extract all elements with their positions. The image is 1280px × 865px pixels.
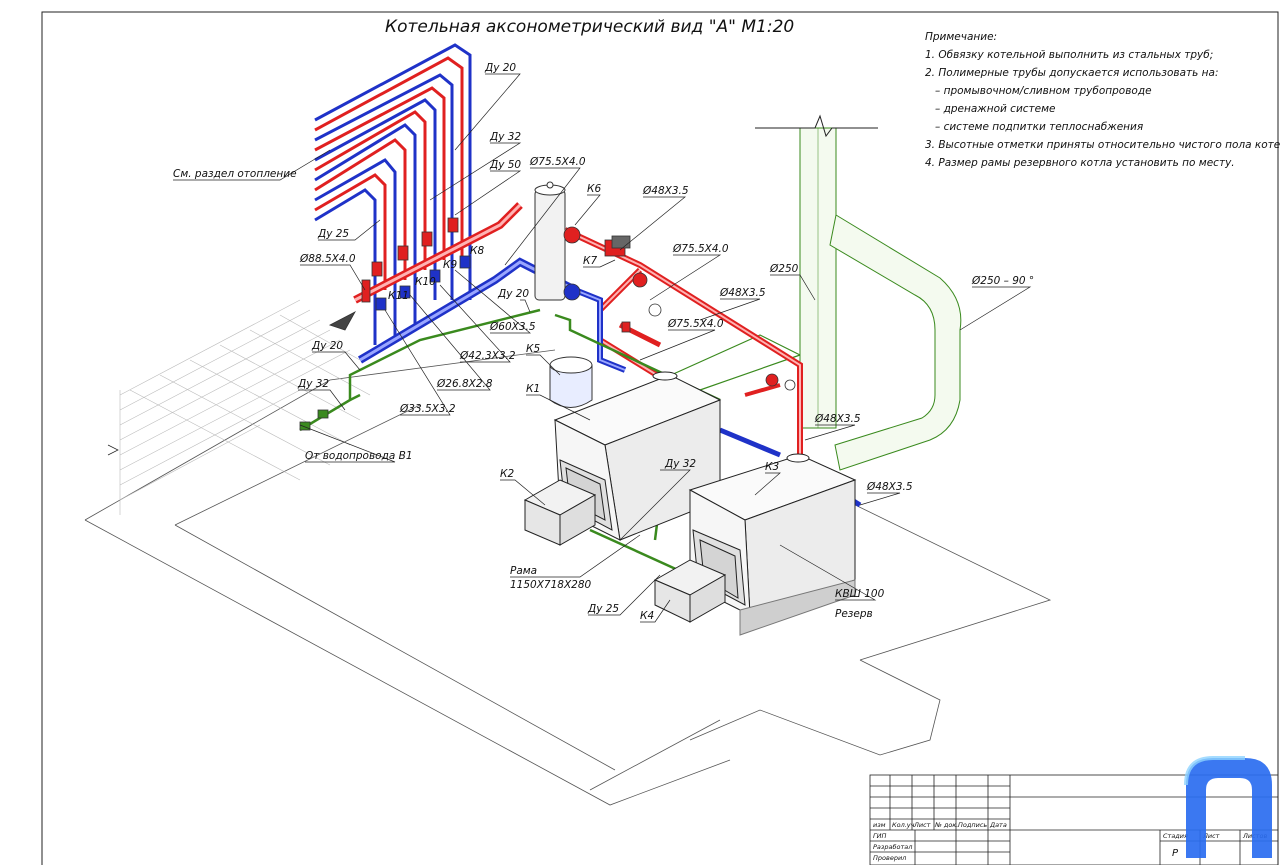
stamp-col: изм xyxy=(873,821,886,829)
label-du20-mid: Ду 20 xyxy=(497,288,529,300)
label-du20-left: Ду 20 xyxy=(311,340,343,352)
label-k9: К9 xyxy=(443,259,457,271)
hydraulic-separator xyxy=(534,181,566,301)
boiler-reserve xyxy=(688,453,857,636)
supply-header xyxy=(353,202,523,304)
label-k1: К1 xyxy=(526,383,540,395)
label-d42: Ø42.3X3.2 xyxy=(459,350,516,362)
stamp-col: Дата xyxy=(989,821,1007,829)
label-see-heating: См. раздел отопление xyxy=(173,168,297,180)
n-shaped-logo-icon xyxy=(1184,756,1272,858)
label-du25-left: Ду 25 xyxy=(317,228,349,240)
note-item: 3. Высотные отметки приняты относительно… xyxy=(925,139,1280,151)
stamp-row: ГИП xyxy=(873,832,886,840)
stamp-row: Разработал xyxy=(873,843,912,851)
notes-heading: Примечание: xyxy=(925,31,997,43)
expansion-tank xyxy=(549,356,593,408)
label-k11: К11 xyxy=(388,290,409,302)
label-du50: Ду 50 xyxy=(489,159,521,171)
break-mark xyxy=(107,444,119,456)
supply-riser-bundle xyxy=(314,56,464,290)
drawing-title: Котельная аксонометрический вид "А" М1:2… xyxy=(385,17,794,37)
flue-connector xyxy=(659,334,801,391)
label-d48-top: Ø48X3.5 xyxy=(642,185,689,197)
label-d250-90: Ø250 – 90 ° xyxy=(971,275,1034,287)
label-kvsh: КВШ 100 xyxy=(835,588,885,600)
label-du32-mid: Ду 32 xyxy=(664,458,696,470)
stamp-row: Проверил xyxy=(873,854,906,862)
label-d60: Ø60X3.5 xyxy=(489,321,536,333)
note-item: 2. Полимерные трубы допускается использо… xyxy=(925,67,1219,79)
stamp-col: Лист xyxy=(913,821,931,829)
valve-fittings xyxy=(299,217,796,431)
label-k3: К3 xyxy=(765,461,779,473)
floor-outline xyxy=(84,349,1052,806)
label-du32-left: Ду 32 xyxy=(297,378,329,390)
label-du20-top: Ду 20 xyxy=(484,62,516,74)
label-d26: Ø26.8X2.8 xyxy=(436,378,493,390)
label-d48-mid: Ø48X3.5 xyxy=(719,287,766,299)
stamp-col: Кол.уч xyxy=(892,821,915,829)
note-item: – системе подпитки теплоснабжения xyxy=(935,121,1143,133)
return-riser-bundle xyxy=(314,43,472,345)
label-k8: К8 xyxy=(470,245,484,257)
label-reserve: Резерв xyxy=(835,608,873,620)
note-item: – промывочном/сливном трубопроводе xyxy=(935,85,1152,97)
label-d33: Ø33.5X3.2 xyxy=(399,403,456,415)
flue-duct xyxy=(755,114,962,471)
label-frame-size: 1150X718X280 xyxy=(510,579,592,591)
label-du32-top: Ду 32 xyxy=(489,131,521,143)
label-d250: Ø250 xyxy=(769,263,799,275)
label-water-supply: От водопровода В1 xyxy=(305,450,413,462)
label-k4: К4 xyxy=(640,610,654,622)
label-d48-right: Ø48X3.5 xyxy=(866,481,913,493)
label-k2: К2 xyxy=(500,468,514,480)
label-k6: К6 xyxy=(587,183,601,195)
label-d75-mid: Ø75.5X4.0 xyxy=(672,243,729,255)
label-d75-low: Ø75.5X4.0 xyxy=(667,318,724,330)
stamp-stage-value: Р xyxy=(1172,848,1179,859)
label-d75-top: Ø75.5X4.0 xyxy=(529,156,586,168)
stamp-sheet-header: Лист xyxy=(1202,832,1220,840)
notes-block: Примечание: 1. Обвязку котельной выполни… xyxy=(925,31,1280,169)
leader-lines xyxy=(173,73,1032,623)
stamp-col: Подпись xyxy=(958,821,987,829)
label-d88: Ø88.5X4.0 xyxy=(299,253,356,265)
note-item: – дренажной системе xyxy=(935,103,1056,115)
note-item: 1. Обвязку котельной выполнить из стальн… xyxy=(925,49,1213,61)
label-k5: К5 xyxy=(526,343,540,355)
label-du25-low: Ду 25 xyxy=(587,603,619,615)
label-k10: К10 xyxy=(415,276,436,288)
burner-k4 xyxy=(653,559,727,623)
label-k7: К7 xyxy=(583,255,597,267)
drawing-frame xyxy=(41,11,1279,865)
label-frame: Рама xyxy=(510,565,537,577)
label-d48-low: Ø48X3.5 xyxy=(814,413,861,425)
stamp-col: № док. xyxy=(934,821,958,829)
burner-k2 xyxy=(523,479,597,546)
note-item: 4. Размер рамы резервного котла установи… xyxy=(925,157,1235,169)
title-block xyxy=(869,774,1279,865)
stamp-stage-header: Стадия xyxy=(1163,832,1188,840)
floor-tile-grid xyxy=(119,299,371,515)
